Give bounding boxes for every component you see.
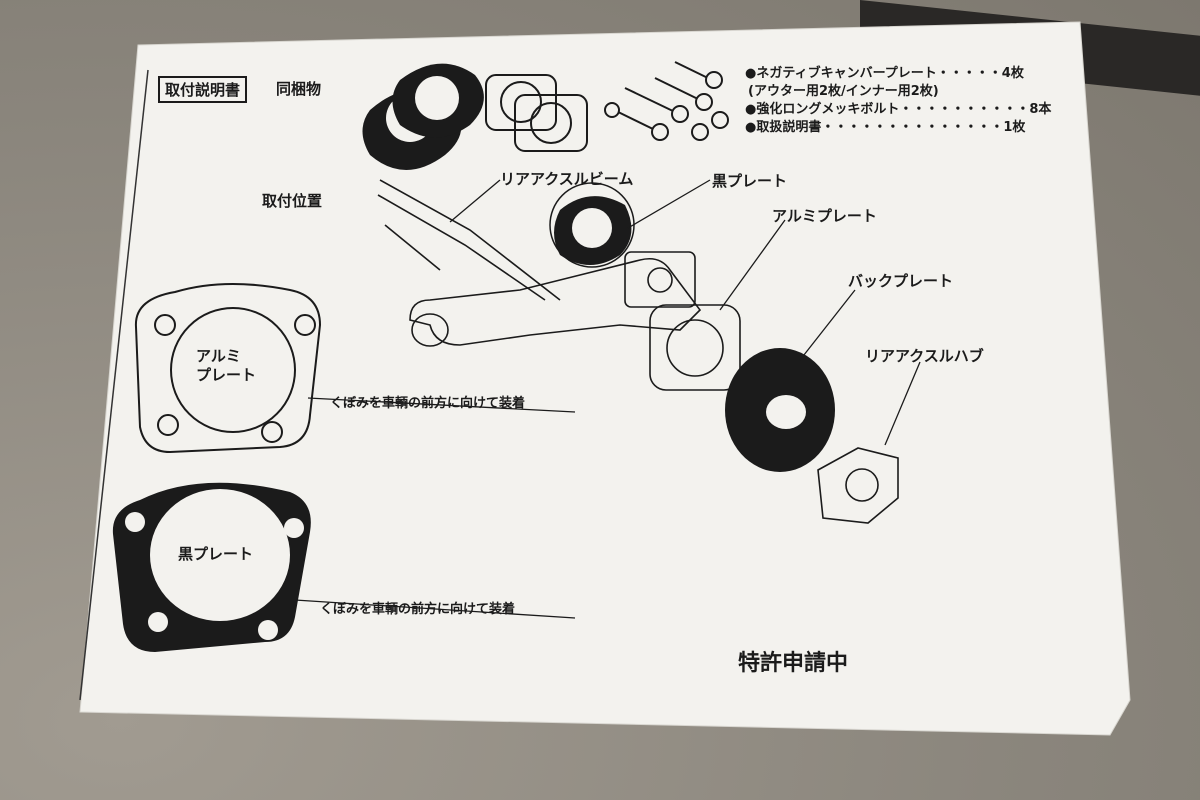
contents-alu-plates-icon: [485, 74, 588, 152]
leader-lines: [294, 179, 921, 619]
back-plate-label: バックプレート: [848, 272, 954, 290]
paper-sheet: [79, 21, 1131, 736]
black-plate-large: [112, 482, 311, 652]
margin-line: [79, 69, 149, 701]
black-plate-note: くぼみを車輌の前方に向けて装着: [320, 602, 516, 617]
contents-item-1: ●ネガティブキャンバープレート・・・・・4枚: [745, 66, 1024, 81]
back-plate-disc: [725, 348, 835, 472]
rear-axle-beam-illustration: [377, 179, 702, 347]
alu-plate-large: [134, 282, 322, 454]
aluminum-plate-callout-label: アルミプレート: [772, 207, 877, 225]
rear-axle-beam-label: リアアクスルビーム: [500, 170, 634, 188]
contents-black-plates-icon: [362, 63, 484, 170]
contents-item-3: ●取扱説明書・・・・・・・・・・・・・・1枚: [745, 120, 1026, 135]
alu-plate-name-line1: アルミ: [196, 347, 241, 365]
alu-plate-note: くぼみを車輌の前方に向けて装着: [330, 396, 526, 411]
contents-item-2: ●強化ロングメッキボルト・・・・・・・・・・8本: [745, 102, 1052, 117]
contents-label: 同梱物: [276, 80, 322, 98]
mount-position-label: 取付位置: [262, 192, 323, 210]
black-plate-callout-label: 黒プレート: [712, 172, 788, 190]
contents-bolts-icon: [604, 61, 729, 141]
patent-pending: 特許申請中: [738, 651, 849, 676]
rear-axle-hub: [817, 447, 899, 524]
contents-item-1-detail: (アウター用2枚/インナー用2枚): [748, 84, 939, 99]
black-plate-callout-shape: [554, 196, 632, 265]
alu-plate-name-line2: プレート: [196, 366, 257, 384]
alu-plate-exploded: [649, 304, 741, 391]
instruction-manual-label: 取付説明書: [158, 76, 248, 103]
black-plate-name: 黒プレート: [178, 545, 254, 563]
rear-axle-hub-label: リアアクスルハブ: [865, 347, 984, 365]
